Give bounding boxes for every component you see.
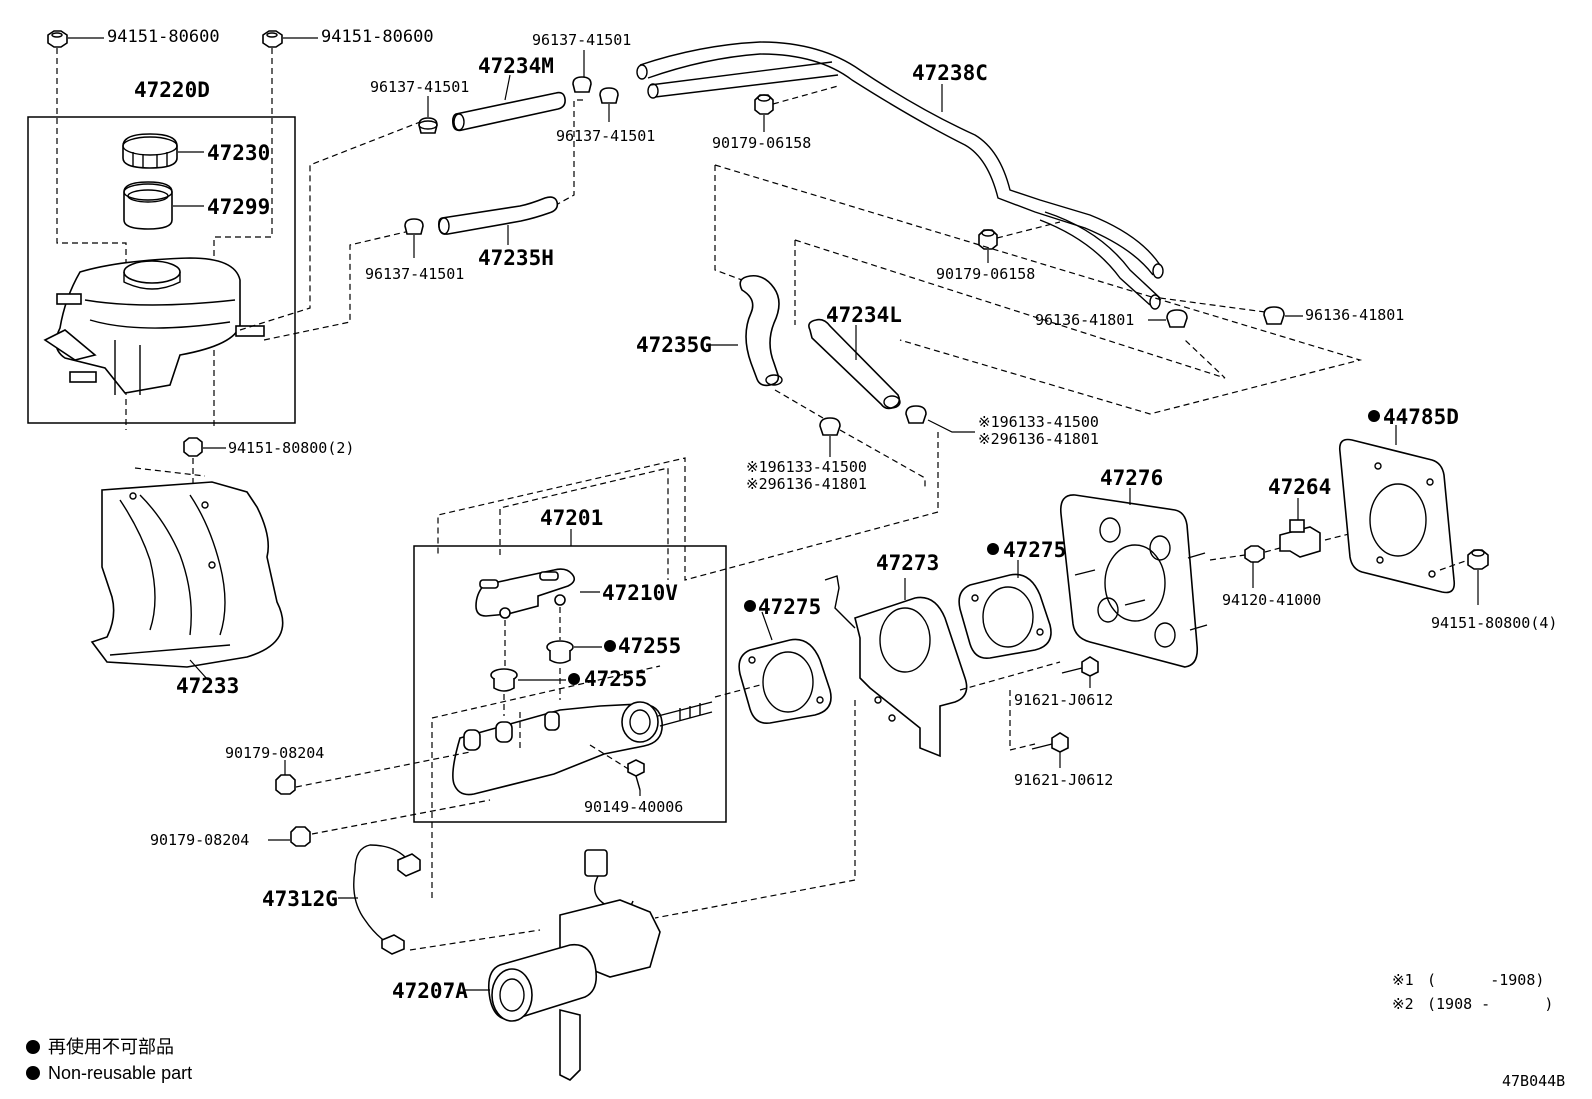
simulator-47207A-icon [487, 849, 661, 1081]
master-cyl-assy-box [413, 545, 727, 823]
callout-96136-41801-b[interactable]: 96136-41801 [1305, 306, 1404, 324]
callout-47235G[interactable]: 47235G [636, 333, 712, 357]
callout-47234M[interactable]: 47234M [478, 54, 554, 78]
nut-94120-icon [1244, 545, 1265, 563]
gasket-44785D-icon [1338, 438, 1456, 594]
callout-47234L[interactable]: 47234L [826, 303, 902, 327]
nut-94151-80800-4-icon [1467, 549, 1489, 570]
callout-47276[interactable]: 47276 [1100, 466, 1163, 490]
callout-47264[interactable]: 47264 [1268, 475, 1331, 499]
gasket-47275-b-icon [958, 573, 1052, 660]
callout-variant-b-2[interactable]: ※296136-41801 [746, 475, 867, 493]
callout-90179-08204-b[interactable]: 90179-08204 [150, 831, 249, 849]
grommet-90179-08204-a-icon [275, 774, 296, 795]
callout-47201[interactable]: 47201 [540, 506, 603, 530]
callout-47275-a[interactable]: 47275 [758, 595, 821, 619]
callout-96136-41801-a[interactable]: 96136-41801 [1035, 311, 1134, 329]
clip-96137-c-icon [599, 87, 619, 104]
callout-47275-b[interactable]: 47275 [1003, 538, 1066, 562]
clip-96137-d-icon [404, 218, 424, 235]
callout-47235H[interactable]: 47235H [478, 246, 554, 270]
bolt-91621-a-icon [1061, 656, 1099, 677]
grommet-47255-b-icon [490, 668, 518, 692]
callout-47220D[interactable]: 47220D [134, 78, 210, 102]
clip-96136-41801-a-icon [1166, 309, 1188, 328]
callout-96137-41501-d[interactable]: 96137-41501 [365, 265, 464, 283]
clip-96137-a-icon [418, 117, 438, 134]
callout-variant-a-1[interactable]: ※196133-41500 [978, 413, 1099, 431]
tube-47238C-icon [636, 41, 1164, 310]
callout-91621-J0612-b[interactable]: 91621-J0612 [1014, 771, 1113, 789]
grommet-90179-06158-b-icon [978, 229, 998, 250]
callout-47273[interactable]: 47273 [876, 551, 939, 575]
note2-range: (1908 - ) [1427, 995, 1553, 1013]
callout-47238C[interactable]: 47238C [912, 61, 988, 85]
gasket-47275-a-icon [738, 638, 832, 725]
grommet-90179-06158-a-icon [754, 94, 774, 115]
callout-44785D[interactable]: 44785D [1383, 405, 1459, 429]
bracket-47273-icon [824, 575, 968, 758]
reservoir-cap-icon [122, 133, 178, 169]
callout-variant-b-1[interactable]: ※196133-41500 [746, 458, 867, 476]
note1-range: ( -1908) [1427, 971, 1544, 989]
hose-47235H-icon [438, 196, 559, 235]
callout-91621-J0612-a[interactable]: 91621-J0612 [1014, 691, 1113, 709]
nut-94151-80800-2-icon [183, 437, 203, 457]
clip-variant-b-icon [819, 417, 841, 436]
callout-variant-a-2[interactable]: ※296136-41801 [978, 430, 1099, 448]
callout-47207A[interactable]: 47207A [392, 979, 468, 1003]
legend-bullet-jp [26, 1040, 40, 1054]
callout-47299[interactable]: 47299 [207, 195, 270, 219]
reservoir-tank-icon [43, 257, 265, 395]
hose-47234L-icon [808, 318, 901, 410]
plate-47276-icon [1059, 494, 1208, 668]
callout-47233[interactable]: 47233 [176, 674, 239, 698]
bolt-91621-b-icon [1031, 732, 1069, 753]
callout-90149-40006[interactable]: 90149-40006 [584, 798, 683, 816]
hose-47235G-icon [739, 274, 783, 387]
hose-47234M-icon [452, 91, 566, 132]
callout-94151-80800-2[interactable]: 94151-80800(2) [228, 439, 354, 457]
callout-96137-41501-a[interactable]: 96137-41501 [370, 78, 469, 96]
master-cylinder-body-icon [452, 701, 713, 796]
nut-94151-80600-b-icon [262, 30, 283, 48]
nut-94151-80600-a-icon [47, 30, 68, 48]
reservoir-assy-box [27, 116, 296, 424]
legend-bullet-en [26, 1066, 40, 1080]
body-47210V-icon [475, 568, 576, 619]
callout-90179-06158-a[interactable]: 90179-06158 [712, 134, 811, 152]
callout-47312G[interactable]: 47312G [262, 887, 338, 911]
callout-94151-80800-4[interactable]: 94151-80800(4) [1431, 614, 1557, 632]
screw-90149-icon [627, 759, 645, 791]
bracket-47264-icon [1279, 519, 1321, 558]
callout-90179-08204-a[interactable]: 90179-08204 [225, 744, 324, 762]
grommet-47255-a-icon [546, 640, 574, 664]
callout-47255-a[interactable]: 47255 [618, 634, 681, 658]
callout-94120-41000[interactable]: 94120-41000 [1222, 591, 1321, 609]
legend-jp: 再使用不可部品 [48, 1037, 174, 1057]
callout-94151-80600-b[interactable]: 94151-80600 [321, 27, 434, 47]
clip-96136-41801-b-icon [1263, 306, 1285, 325]
grommet-90179-08204-b-icon [290, 826, 311, 847]
callout-47230[interactable]: 47230 [207, 141, 270, 165]
clip-variant-a-icon [905, 405, 927, 424]
callout-96137-41501-c[interactable]: 96137-41501 [556, 127, 655, 145]
callout-96137-41501-b[interactable]: 96137-41501 [532, 31, 631, 49]
strainer-icon [123, 181, 173, 230]
callout-90179-06158-b[interactable]: 90179-06158 [936, 265, 1035, 283]
sensor-47312G-icon [353, 844, 421, 955]
callout-47210V[interactable]: 47210V [602, 581, 678, 605]
diagram-code: 47B044B [1502, 1072, 1565, 1090]
note1-mark: ※1 [1392, 971, 1414, 989]
legend-en: Non-reusable part [48, 1063, 192, 1083]
protector-icon [90, 481, 284, 668]
note2-mark: ※2 [1392, 995, 1414, 1013]
callout-94151-80600-a[interactable]: 94151-80600 [107, 27, 220, 47]
clip-96137-b-icon [572, 76, 592, 93]
